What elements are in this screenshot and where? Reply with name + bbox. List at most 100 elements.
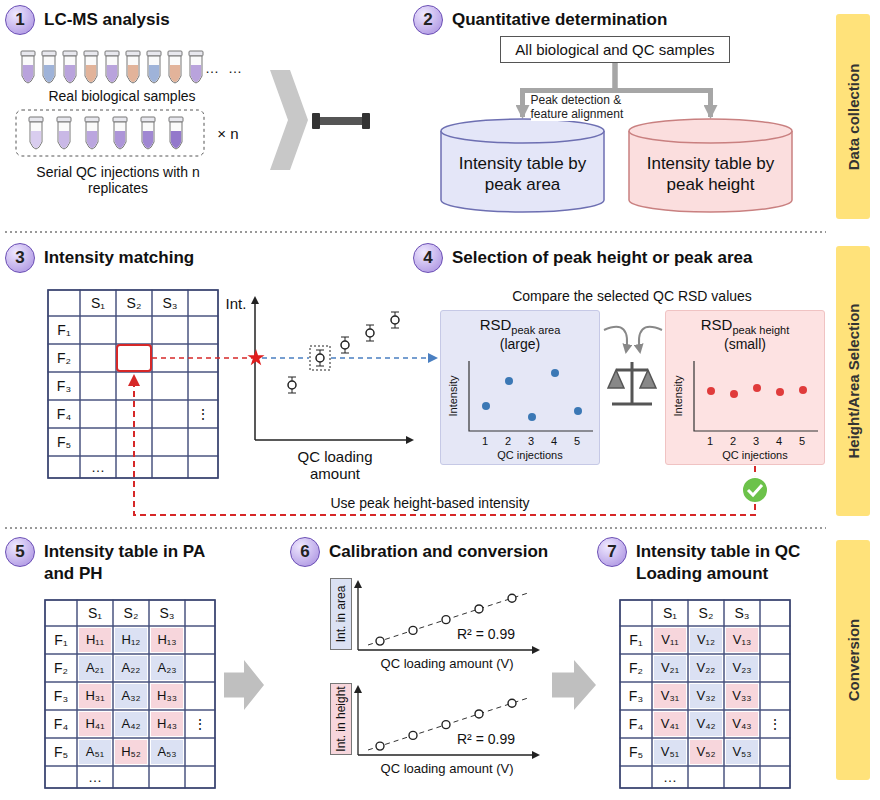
drawing <box>77 654 113 682</box>
drawing <box>475 710 483 718</box>
node-text: (small) <box>666 336 824 352</box>
drawing <box>113 600 149 626</box>
node-text: (large) <box>441 336 599 352</box>
drawing <box>368 698 528 750</box>
drawing <box>79 684 111 708</box>
drawing <box>84 51 98 83</box>
drawing <box>247 349 264 365</box>
drawing <box>620 738 652 766</box>
step-number-text: 2 <box>423 10 432 30</box>
step-number: 7Intensity table in QC Loading amount <box>597 537 627 567</box>
tick-label: 4 <box>776 435 782 448</box>
drawing <box>29 117 43 149</box>
drawing <box>726 684 758 708</box>
drawing <box>48 372 80 400</box>
drawing <box>152 456 188 478</box>
drawing <box>316 354 324 362</box>
drawing <box>639 327 662 352</box>
drawing <box>45 682 77 710</box>
drawing <box>77 682 113 710</box>
tick-label: 2 <box>505 435 511 448</box>
table-cell: V₄₂ <box>696 717 715 732</box>
drawing <box>760 600 790 626</box>
axis-label: QC injections <box>722 449 787 462</box>
drawing <box>185 600 215 626</box>
drawing <box>185 766 215 788</box>
drawing <box>654 712 686 736</box>
node-text: Int. in height <box>334 686 348 751</box>
drawing <box>620 600 790 788</box>
drawing <box>688 738 724 766</box>
tick-label: 4 <box>551 435 557 448</box>
step-number-text: 5 <box>15 542 24 562</box>
table-header: F₁ <box>54 632 67 648</box>
step-number-text: 7 <box>607 542 616 562</box>
drawing <box>151 712 183 736</box>
table-header: F₄ <box>54 716 68 732</box>
drawing <box>77 766 113 788</box>
table-cell: H₁₂ <box>122 633 141 648</box>
drawing <box>652 682 688 710</box>
drawing <box>376 637 384 645</box>
ellipsis: ⋮ <box>196 406 210 422</box>
table-cell: A₅₃ <box>157 745 176 760</box>
drawing <box>654 656 686 680</box>
drawing <box>185 626 215 654</box>
r-squared: R² = 0.99 <box>455 626 517 642</box>
table-cell: V₄₁ <box>661 717 679 732</box>
drawing <box>79 628 111 652</box>
tick-label: 2 <box>730 435 736 448</box>
table-cell: V₄₃ <box>732 717 751 732</box>
drawing <box>48 344 80 372</box>
drawing <box>620 710 652 738</box>
drawing <box>760 626 790 654</box>
step-number-text: 6 <box>300 542 309 562</box>
drawing <box>113 117 127 149</box>
drawing <box>724 738 760 766</box>
drawing <box>368 593 528 645</box>
node-text: Data collection <box>845 63 862 170</box>
drawing <box>312 113 320 129</box>
step-number: 6Calibration and conversion <box>290 537 320 567</box>
drawing <box>80 316 116 344</box>
table-header: F₃ <box>629 688 643 704</box>
drawing <box>5 528 826 529</box>
table-header: F₃ <box>54 688 68 704</box>
ellipsis: … <box>91 459 105 475</box>
table-cell: V₁₂ <box>697 633 715 648</box>
table-cell: H₅₂ <box>121 745 141 760</box>
drawing <box>152 357 252 359</box>
drawing <box>113 682 149 710</box>
drawing <box>151 684 183 708</box>
table-cell: H₄₃ <box>157 717 177 732</box>
drawing <box>688 626 724 654</box>
drawing <box>152 316 188 344</box>
tick-label: 5 <box>574 435 580 448</box>
drawing <box>690 712 722 736</box>
drawing <box>760 682 790 710</box>
drawing <box>690 628 722 652</box>
caption-text: Real biological samples <box>48 88 195 104</box>
replicate-count: × n <box>217 125 238 142</box>
drawing <box>409 626 417 634</box>
drawing <box>189 51 203 83</box>
drawing <box>79 656 111 680</box>
drawing <box>141 117 155 149</box>
table-cell: V₃₂ <box>696 689 715 704</box>
drawing <box>442 721 450 729</box>
drawing <box>331 357 436 359</box>
drawing <box>654 740 686 764</box>
drawing <box>149 766 185 788</box>
tick-label: 1 <box>482 435 488 448</box>
drawing <box>80 290 116 316</box>
drawing <box>358 754 538 755</box>
tick-label: 5 <box>799 435 805 448</box>
step-number: 5Intensity table in PA and PH <box>5 537 35 567</box>
drawing <box>357 582 358 650</box>
axis-label-box: Int. in area <box>330 578 352 650</box>
drawing <box>688 600 724 626</box>
drawing <box>115 628 147 652</box>
drawing <box>57 117 71 149</box>
drawing <box>113 738 149 766</box>
table-cell: A₂₃ <box>157 661 176 676</box>
